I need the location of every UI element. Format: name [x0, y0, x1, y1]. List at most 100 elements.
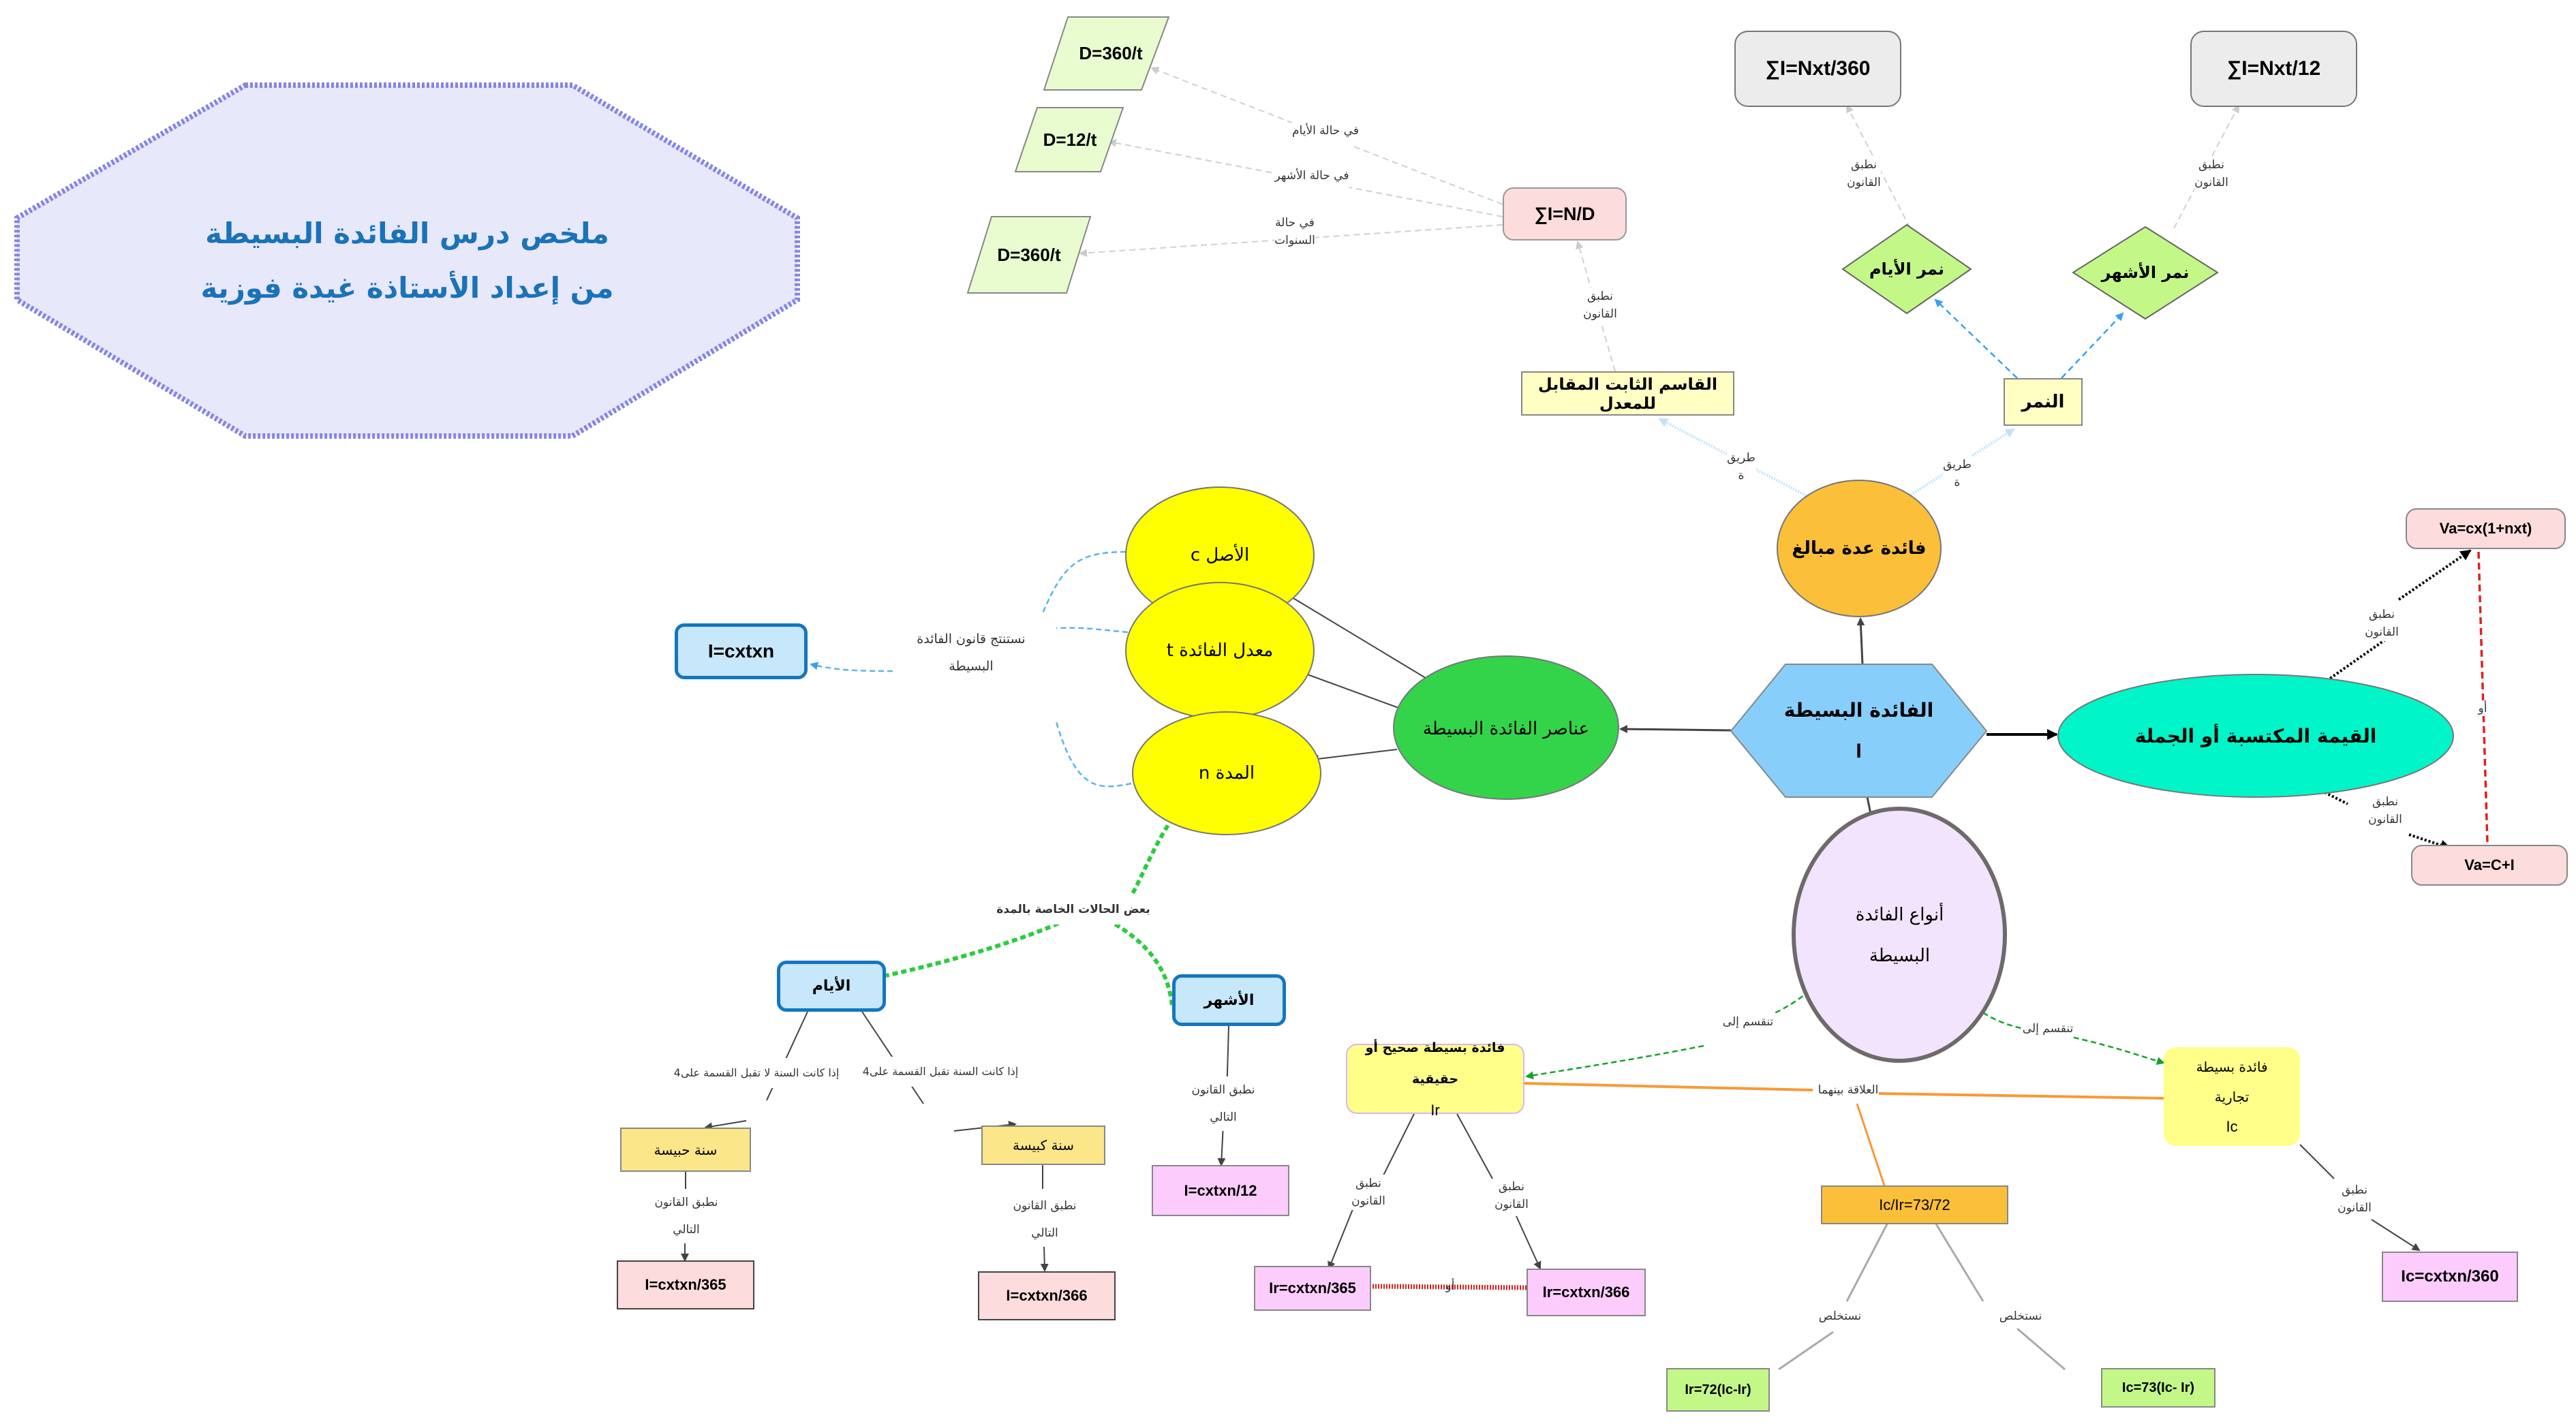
edges-elements	[1272, 585, 1452, 763]
ir-366-node[interactable]: Ir=cxtxn/366	[1527, 1269, 1646, 1316]
elements-ellipse	[1393, 655, 1619, 800]
commercial-interest-symbol: Ic	[2226, 1117, 2238, 1135]
simple-formula-node[interactable]: I=cxtxn	[675, 623, 808, 679]
label-apply-1: نطبق	[2372, 795, 2398, 809]
sum-days-node[interactable]: ∑I=Nxt/360	[1734, 31, 1901, 107]
label-div4: إذا كانت السنة تقبل القسمة على4	[862, 1057, 1019, 1087]
types-line-2: البسيطة	[1869, 945, 1931, 966]
label-apply-2: القانون	[2194, 176, 2228, 189]
central-node[interactable]: الفائدة البسيطة I	[1745, 671, 1973, 790]
label-case-days: في حالة الأيام	[1292, 116, 1359, 146]
i-365-node[interactable]: I=cxtxn/365	[617, 1260, 754, 1309]
label-apply-1: نطبق	[1587, 290, 1613, 303]
label-deduce-right: نستخلص	[1999, 1306, 2042, 1326]
common-year-node[interactable]: سنة حبيسة	[620, 1128, 751, 1172]
label-apply-1: نطبق	[1499, 1180, 1524, 1194]
label-deduce-left: نستخلص	[1818, 1306, 1862, 1326]
d-days-parallelogram	[1043, 16, 1170, 91]
d-months-node[interactable]: D=12/t	[1043, 129, 1097, 150]
label-divides-left: تنقسم إلى	[1722, 1012, 1774, 1032]
label-apply-next-1: نطبق القانون	[654, 1196, 718, 1209]
label-apply-next-1: نطبق القانون	[1191, 1083, 1255, 1097]
label-method-2: ة	[1738, 469, 1745, 482]
edges-real	[1328, 1113, 2421, 1270]
va-formula1-node[interactable]: Va=cx(1+nxt)	[2406, 508, 2566, 549]
label-method-1: طريق	[1727, 451, 1755, 465]
sum-months-node[interactable]: ∑I=Nxt/12	[2190, 31, 2357, 107]
constant-divisor-node[interactable]: القاسم الثابت المقابل للمعدل	[1521, 371, 1734, 416]
days-node[interactable]: الأيام	[777, 961, 886, 1012]
label-method-left: طريق ة	[1727, 449, 1755, 484]
label-apply-2: القانون	[1847, 176, 1881, 189]
edges-days-months	[681, 1011, 1229, 1272]
leap-year-node[interactable]: سنة كبيسة	[981, 1126, 1105, 1165]
label-or-ir: أو	[1445, 1279, 1455, 1293]
ir-365-node[interactable]: Ir=cxtxn/365	[1254, 1266, 1371, 1311]
label-apply-2: القانون	[2337, 1201, 2372, 1215]
types-line-1: أنواع الفائدة	[1855, 904, 1944, 925]
duration-node[interactable]: المدة n	[1198, 763, 1255, 783]
real-interest-symbol: Ir	[1430, 1101, 1440, 1119]
day-numbers-node-shape	[1841, 223, 1972, 315]
ir-72-node[interactable]: Ir=72(Ic-Ir)	[1666, 1368, 1770, 1412]
numbers-node[interactable]: النمر	[2004, 378, 2083, 426]
central-symbol: I	[1856, 739, 1862, 762]
ic-73-node[interactable]: Ic=73(Ic- Ir)	[2101, 1368, 2215, 1408]
label-case-years: في حالة السنوات	[1274, 214, 1315, 249]
label-apply-1: نطبق	[2198, 158, 2224, 172]
ic-360-node[interactable]: Ic=cxtxn/360	[2382, 1252, 2518, 1302]
label-apply-va2: نطبق القانون	[2368, 793, 2402, 828]
multi-amounts-node[interactable]: فائدة عدة مبالغ	[1792, 538, 1927, 559]
elements-node[interactable]: عناصر الفائدة البسيطة	[1422, 719, 1590, 739]
day-numbers-node[interactable]: نمر الأيام	[1869, 260, 1945, 279]
month-numbers-node[interactable]: نمر الأشهر	[2101, 263, 2190, 282]
label-apply-next-2: التالي	[1031, 1226, 1058, 1240]
d-years-node[interactable]: D=360/t	[997, 244, 1061, 265]
ratio-node[interactable]: Ic/Ir=73/72	[1821, 1185, 2008, 1224]
label-apply-ic360: نطبق القانون	[2337, 1181, 2372, 1217]
label-apply-2: القانون	[2368, 813, 2402, 826]
d-days-node[interactable]: D=360/t	[1079, 43, 1143, 63]
label-apply-2: القانون	[2365, 625, 2399, 639]
i-12-node[interactable]: I=cxtxn/12	[1152, 1165, 1289, 1216]
d-months-parallelogram	[1014, 107, 1124, 172]
label-deduce: نستنتج قانون الفائدة البسيطة	[917, 625, 1026, 680]
edges-special-cases	[885, 795, 1191, 1008]
label-case-months: في حالة الأشهر	[1274, 161, 1349, 191]
acquired-value-node[interactable]: القيمة المكتسبة أو الجملة	[2134, 724, 2377, 747]
title-octagon-shape	[14, 82, 800, 439]
d-years-parallelogram	[966, 216, 1092, 294]
sum-nd-node[interactable]: ∑I=N/D	[1503, 187, 1627, 240]
label-apply-2: القانون	[1494, 1198, 1529, 1211]
label-special-cases: بعض الحالات الخاصة بالمدة	[996, 895, 1150, 925]
label-apply-next-2: التالي	[1210, 1111, 1237, 1124]
commercial-interest-node[interactable]: فائدة بسيطة تجارية Ic	[2164, 1047, 2300, 1146]
i-366-node[interactable]: I=cxtxn/366	[978, 1271, 1116, 1320]
months-node[interactable]: الأشهر	[1172, 974, 1286, 1026]
types-node[interactable]: أنواع الفائدة البسيطة	[1813, 879, 1987, 991]
real-interest-node[interactable]: فائدة بسيطة صحيح أو حقيقية Ir	[1346, 1040, 1524, 1119]
edges-deduce	[810, 550, 1132, 788]
label-deduce-2: البسيطة	[949, 659, 994, 674]
label-apply-1: نطبق	[2342, 1183, 2367, 1197]
central-title: الفائدة البسيطة	[1783, 698, 1934, 721]
commercial-interest-line-1: فائدة بسيطة	[2196, 1058, 2268, 1075]
label-method-1: طريق	[1943, 458, 1972, 471]
label-apply-sum-months: نطبق القانون	[2194, 156, 2228, 191]
label-apply-va1: نطبق القانون	[2365, 606, 2399, 641]
edge-va-or	[2477, 551, 2489, 844]
edges-ratio	[1778, 1222, 2066, 1371]
edges-acquired	[2295, 549, 2472, 851]
label-apply-next-2: التالي	[673, 1223, 700, 1237]
label-apply-ir366: نطبق القانون	[1494, 1178, 1529, 1213]
principal-node[interactable]: الأصل c	[1190, 545, 1250, 565]
va-formula2-node[interactable]: Va=C+I	[2411, 845, 2568, 886]
label-apply-1: نطبق	[1355, 1177, 1381, 1190]
label-apply-1: نطبق	[1851, 158, 1877, 172]
label-case-years-2: السنوات	[1274, 234, 1315, 247]
title-line-1: ملخص درس الفائدة البسيطة	[205, 216, 609, 250]
multi-amounts-ellipse	[1777, 480, 1942, 617]
label-apply-next-common: نطبق القانون التالي	[654, 1189, 718, 1243]
rate-node[interactable]: معدل الفائدة t	[1166, 640, 1274, 661]
